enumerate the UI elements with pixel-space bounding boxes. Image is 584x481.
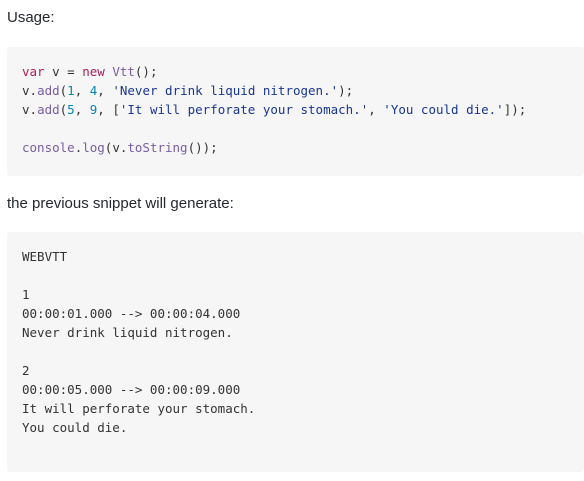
code-line-3: v.add(5, 9, ['It will perforate your sto… bbox=[22, 100, 526, 119]
generate-description: the previous snippet will generate: bbox=[7, 195, 234, 212]
function-name: log bbox=[82, 140, 105, 155]
code-text: ]); bbox=[503, 102, 527, 117]
output-code-block: WEBVTT 1 00:00:01.000 --> 00:00:04.000 N… bbox=[7, 232, 584, 472]
code-text: , bbox=[74, 83, 90, 98]
class-name: Vtt bbox=[112, 64, 135, 79]
output-line: 2 bbox=[22, 363, 30, 378]
object-name: console bbox=[22, 140, 75, 155]
code-text: v. bbox=[22, 102, 38, 117]
code-text: , bbox=[97, 83, 113, 98]
code-text: ); bbox=[338, 83, 354, 98]
code-text: (v. bbox=[104, 140, 128, 155]
output-line: 1 bbox=[22, 287, 30, 302]
code-line-blank bbox=[22, 119, 526, 138]
code-line-1: var v = new Vtt(); bbox=[22, 62, 526, 81]
keyword-new: new bbox=[82, 64, 105, 79]
function-name: add bbox=[37, 102, 60, 117]
output-line: WEBVTT bbox=[22, 249, 68, 264]
output-line: Never drink liquid nitrogen. bbox=[22, 325, 233, 340]
code-text: v = bbox=[44, 64, 83, 79]
code-text: ( bbox=[59, 83, 68, 98]
function-name: toString bbox=[127, 140, 188, 155]
number-literal: 5 bbox=[67, 102, 75, 117]
output-line: It will perforate your stomach. bbox=[22, 401, 256, 416]
number-literal: 1 bbox=[67, 83, 75, 98]
code-text: v. bbox=[22, 83, 38, 98]
number-literal: 9 bbox=[89, 102, 98, 117]
code-text: , bbox=[368, 102, 384, 117]
code-text: (); bbox=[134, 64, 158, 79]
string-literal: 'You could die.' bbox=[383, 102, 504, 117]
string-literal: 'Never drink liquid nitrogen.' bbox=[112, 83, 339, 98]
string-literal: 'It will perforate your stomach.' bbox=[119, 102, 369, 117]
usage-heading: Usage: bbox=[7, 9, 55, 26]
usage-code-block: var v = new Vtt(); v.add(1, 4, 'Never dr… bbox=[7, 47, 584, 176]
keyword-var: var bbox=[22, 64, 45, 79]
output-line bbox=[22, 342, 255, 361]
output-line: You could die. bbox=[22, 420, 128, 435]
code-line-2: v.add(1, 4, 'Never drink liquid nitrogen… bbox=[22, 81, 526, 100]
code-text: , bbox=[74, 102, 90, 117]
code-text: , [ bbox=[97, 102, 120, 117]
number-literal: 4 bbox=[89, 83, 98, 98]
code-text: ()); bbox=[187, 140, 218, 155]
output-line: 00:00:05.000 --> 00:00:09.000 bbox=[22, 382, 241, 397]
code-text: ( bbox=[59, 102, 68, 117]
code-line-5: console.log(v.toString()); bbox=[22, 138, 526, 157]
function-name: add bbox=[37, 83, 60, 98]
output-line bbox=[22, 266, 255, 285]
code-text: . bbox=[74, 140, 83, 155]
output-line: 00:00:01.000 --> 00:00:04.000 bbox=[22, 306, 241, 321]
